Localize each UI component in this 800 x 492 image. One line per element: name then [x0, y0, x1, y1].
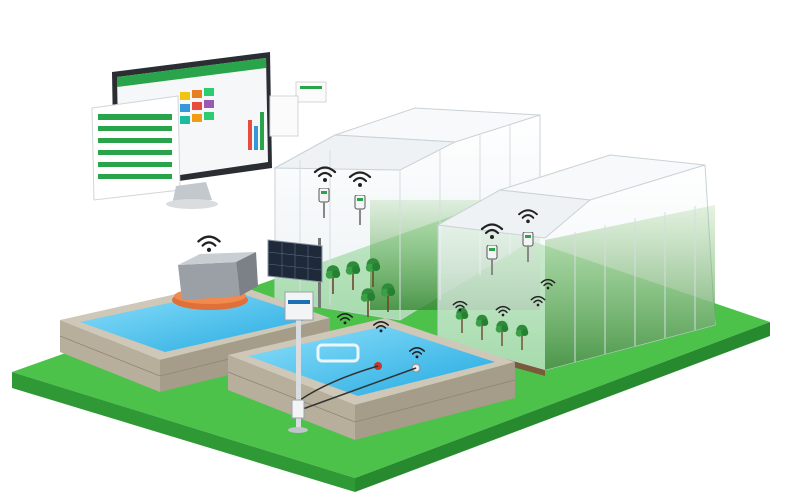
- wifi-icon: [197, 235, 221, 253]
- control-pole: [284, 291, 314, 433]
- monitor-icon: [91, 52, 327, 209]
- solar-panel: [267, 238, 323, 308]
- greenhouse-front: [436, 154, 716, 376]
- pond-front: [227, 312, 516, 440]
- floating-station: [172, 235, 258, 310]
- dashboard-tiles: [180, 88, 264, 150]
